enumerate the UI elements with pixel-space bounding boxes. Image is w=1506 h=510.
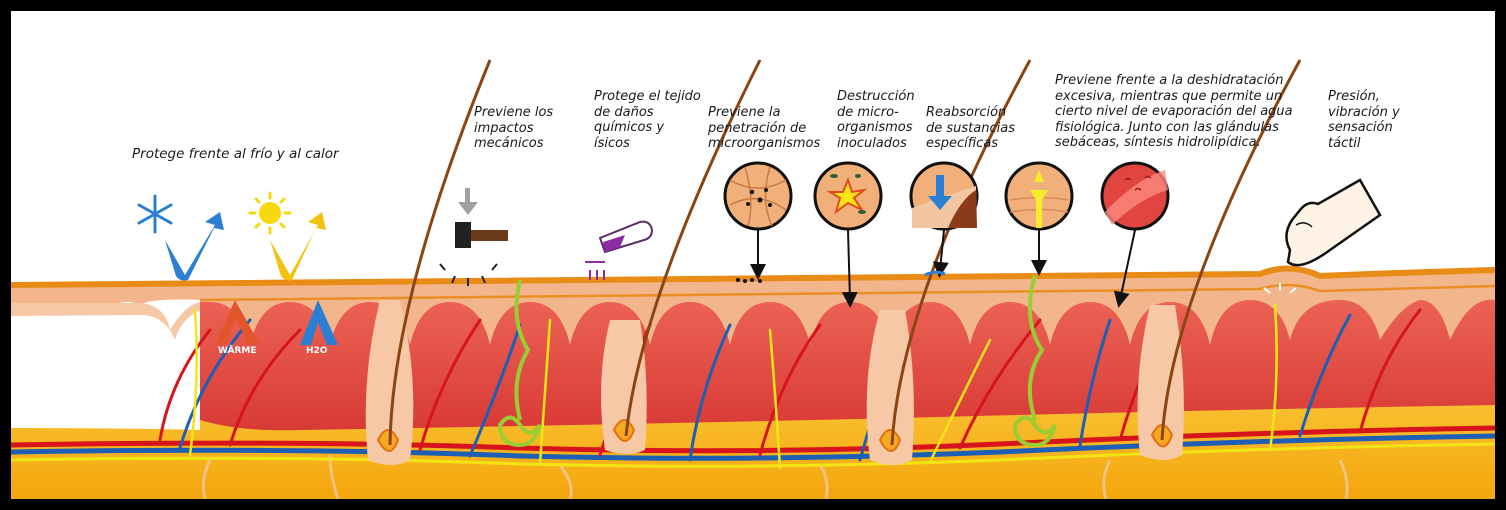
label-dehydration: Previene frente a la deshidratación exce… xyxy=(1055,73,1293,151)
label-chemical: Protege el tejido de daños químicos y ís… xyxy=(594,89,701,151)
snowflake-icon xyxy=(139,196,171,232)
sun-icon xyxy=(250,193,290,233)
label-temperature: Protege frente al frío y al calor xyxy=(132,147,339,163)
test-tube-icon xyxy=(585,222,652,280)
label-impacts: Previene los impactos mecánicos xyxy=(474,105,553,152)
magnifier-reabsorption-icon xyxy=(911,163,977,275)
label-penetration: Previene la penetración de microorganism… xyxy=(708,105,820,152)
hammer-icon xyxy=(440,188,508,286)
label-destruction: Destrucción de micro- organismos inocula… xyxy=(837,89,915,151)
heat-arrow-label: WÄRME xyxy=(218,345,257,356)
magnifier-evaporation-icon xyxy=(1006,163,1072,268)
magnifier-penetration-icon xyxy=(725,163,791,283)
dermis-left-exposed xyxy=(11,297,200,430)
water-arrow-label: H2O xyxy=(306,346,328,356)
label-pressure: Presión, vibración y sensación táctil xyxy=(1328,89,1400,151)
label-reabsorption: Reabsorción de sustancias específicas xyxy=(926,105,1015,152)
